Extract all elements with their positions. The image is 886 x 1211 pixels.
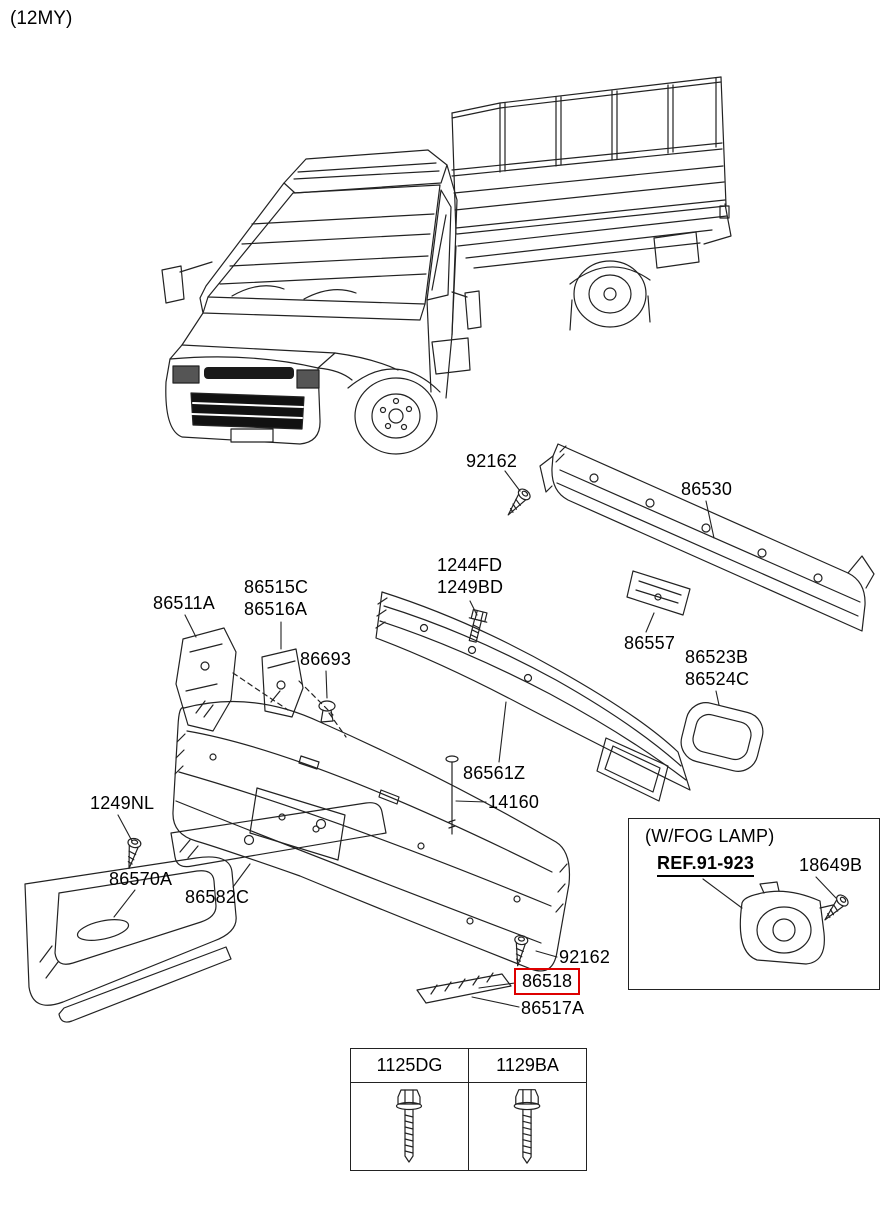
fastener-header-1129BA[interactable]: 1129BA [468, 1048, 587, 1083]
part-label-1244FD[interactable]: 1244FD [437, 555, 503, 575]
part-drawing-86530 [539, 443, 875, 632]
part-label-86582C[interactable]: 86582C [185, 887, 250, 907]
part-label-86561Z[interactable]: 86561Z [463, 763, 526, 783]
part-label-86524C[interactable]: 86524C [685, 669, 750, 689]
part-label-1249NL[interactable]: 1249NL [90, 793, 155, 813]
part-label-92162-lower[interactable]: 92162 [559, 947, 611, 967]
part-label-92162-upper[interactable]: 92162 [466, 451, 518, 471]
part-drawing-86570A [24, 856, 237, 1023]
part-label-86523B[interactable]: 86523B [685, 647, 749, 667]
part-drawing-86557 [626, 570, 691, 616]
part-drawing-86561Z [375, 591, 691, 802]
part-drawing-86582C [170, 802, 387, 868]
model-year-label: (12MY) [10, 8, 73, 29]
part-drawing-86693 [318, 700, 336, 723]
part-label-14160[interactable]: 14160 [488, 792, 540, 812]
fog-lamp-drawing [739, 881, 834, 965]
part-drawing-86511A [175, 627, 237, 732]
truck-illustration [161, 76, 732, 455]
part-drawing-14160 [445, 755, 459, 835]
part-label-86517A[interactable]: 86517A [521, 998, 585, 1018]
part-label-18649B[interactable]: 18649B [799, 855, 863, 875]
part-label-86518-highlighted[interactable]: 86518 [514, 968, 581, 995]
fastener-header-1125DG[interactable]: 1125DG [350, 1048, 469, 1083]
part-label-86530[interactable]: 86530 [681, 479, 733, 499]
fog-lamp-panel-title: (W/FOG LAMP) [645, 826, 775, 846]
part-label-86515C[interactable]: 86515C [244, 577, 309, 597]
screw-icon-1249NL [122, 836, 143, 871]
part-drawing-main-bumper [172, 700, 571, 972]
callout-leader-lines [113, 470, 837, 1008]
part-drawing-86517A [416, 972, 512, 1004]
part-label-86570A[interactable]: 86570A [109, 869, 173, 889]
part-drawing-86523B [680, 702, 764, 772]
part-label-86557[interactable]: 86557 [624, 633, 676, 653]
part-drawing-86515C [261, 648, 304, 718]
fog-lamp-reference-link[interactable]: REF.91-923 [657, 853, 755, 877]
assembly-guide-lines [232, 672, 347, 738]
screw-icon-92162-upper [502, 486, 533, 520]
fastener-cell-1125DG [350, 1082, 469, 1171]
part-label-1249BD[interactable]: 1249BD [437, 577, 504, 597]
part-label-86693[interactable]: 86693 [300, 649, 352, 669]
fog-lamp-panel: (W/FOG LAMP) REF.91-923 18649B [628, 818, 880, 990]
part-label-86511A[interactable]: 86511A [153, 593, 215, 613]
fastener-table: 1125DG 1129BA [350, 1048, 587, 1171]
part-label-86516A[interactable]: 86516A [244, 599, 308, 619]
fastener-cell-1129BA [468, 1082, 587, 1171]
